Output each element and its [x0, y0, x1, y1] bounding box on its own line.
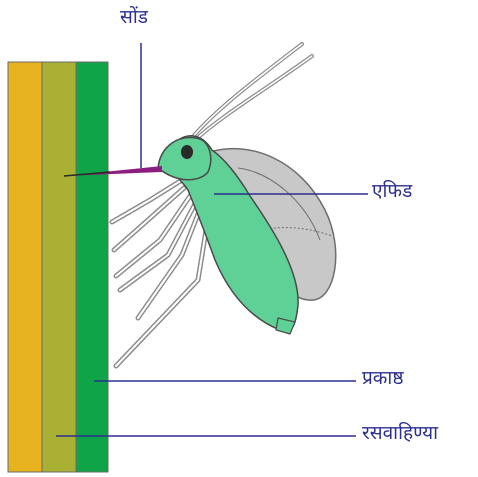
aphid-antennae [190, 44, 312, 142]
label-aphid: एफिड [372, 182, 412, 201]
label-cortex: प्रकाष्ठ [362, 369, 404, 388]
aphid-eye [181, 145, 193, 159]
label-stylet: सोंड [120, 8, 148, 27]
layer-phloem [42, 62, 76, 472]
layer-cortex [76, 62, 108, 472]
layer-outer [8, 62, 42, 472]
label-phloem: रसवाहिण्या [362, 424, 438, 443]
plant-tissue [8, 62, 108, 472]
aphid-head [158, 138, 211, 180]
